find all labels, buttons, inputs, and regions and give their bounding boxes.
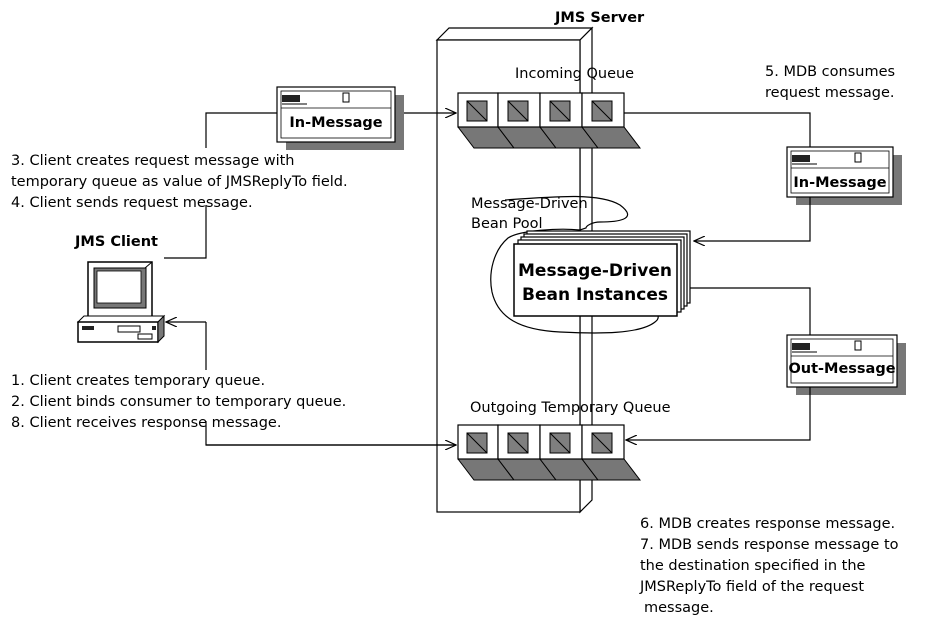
step-5: 5. MDB consumes xyxy=(765,64,895,80)
step-4: 4. Client sends request message. xyxy=(11,195,253,211)
step-5b: request message. xyxy=(765,85,895,101)
server-title: JMS Server xyxy=(554,10,645,26)
bean-pool-label-2: Bean Pool xyxy=(471,216,543,232)
step-3: 3. Client creates request message with xyxy=(11,153,295,169)
bean-pool-label-1: Message-Driven xyxy=(471,196,588,212)
bean-pool-outline xyxy=(490,195,659,334)
incoming-queue xyxy=(457,92,642,149)
in-message-right-label: In-Message xyxy=(793,175,886,191)
in-message-left-label: In-Message xyxy=(289,115,382,131)
outgoing-queue-label: Outgoing Temporary Queue xyxy=(470,400,671,416)
step-2: 2. Client binds consumer to temporary qu… xyxy=(11,394,346,410)
step-3b: temporary queue as value of JMSReplyTo f… xyxy=(11,174,348,190)
step-1: 1. Client creates temporary queue. xyxy=(11,373,265,389)
incoming-queue-label: Incoming Queue xyxy=(515,66,634,82)
outgoing-queue xyxy=(457,424,642,481)
out-message-right-label: Out-Message xyxy=(788,361,895,377)
client-computer-icon xyxy=(76,261,166,344)
step-7c: JMSReplyTo field of the request xyxy=(639,579,864,595)
in-message-right xyxy=(786,146,902,205)
step-7b: the destination specified in the xyxy=(640,558,866,574)
out-message-right xyxy=(786,334,906,395)
step-8: 8. Client receives response message. xyxy=(11,415,281,431)
in-message-left xyxy=(276,86,404,150)
bean-instances-stack xyxy=(513,230,691,317)
bean-instances-label-1: Message-Driven xyxy=(518,261,672,281)
step-6: 6. MDB creates response message. xyxy=(640,516,895,532)
client-title: JMS Client xyxy=(74,234,158,250)
step-7d: message. xyxy=(644,600,714,616)
step-7: 7. MDB sends response message to xyxy=(640,537,899,553)
bean-instances-label-2: Bean Instances xyxy=(522,285,668,305)
